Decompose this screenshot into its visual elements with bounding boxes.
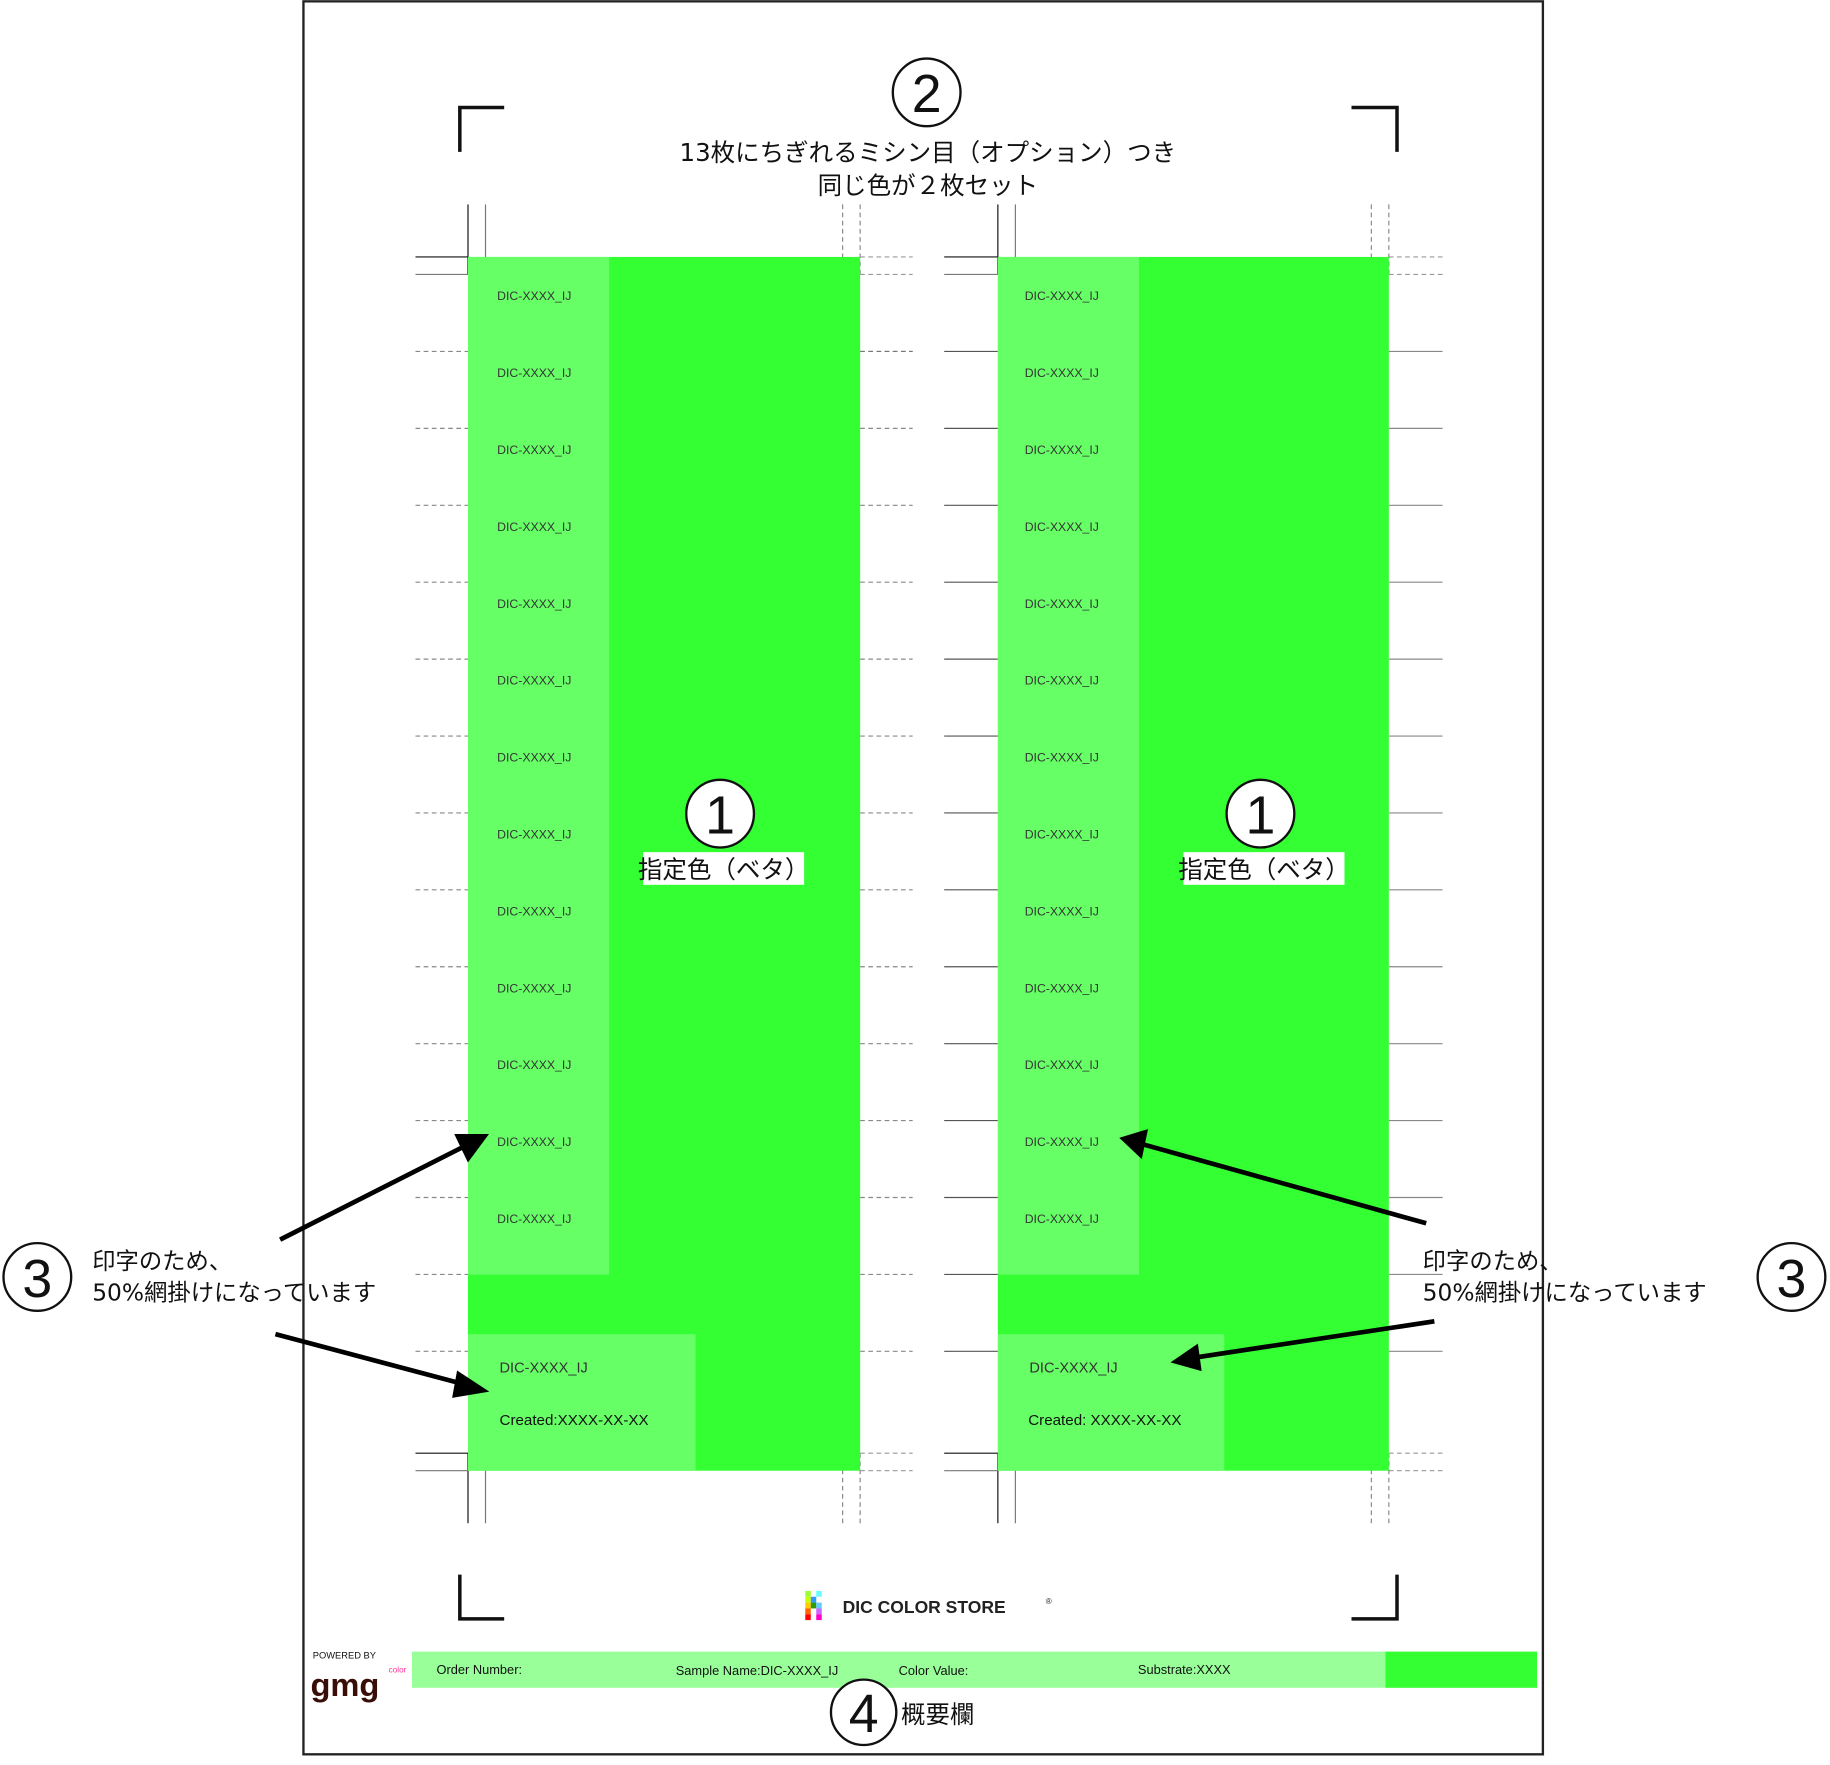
label-background (643, 852, 805, 885)
checker-cell (816, 1602, 822, 1609)
color-swatch (1385, 1651, 1538, 1688)
powered-by-label: POWERED BY (313, 1651, 377, 1661)
checker-cell (805, 1602, 811, 1609)
strip-label: DIC-XXXX_IJ (1025, 443, 1099, 457)
number-circle (685, 778, 756, 849)
strip-label: DIC-XXXX_IJ (497, 1058, 571, 1072)
number: 1 (705, 785, 735, 845)
corner-marks (458, 105, 1399, 1621)
left-sheet: DIC-XXXX_IJ DIC-XXXX_IJ DIC-XXXX_IJ DIC-XXX… (468, 256, 861, 1471)
number: 4 (849, 1684, 879, 1744)
sample-name: Sample Name:DIC-XXXX_IJ (676, 1663, 839, 1678)
color-value: Color Value: (899, 1663, 969, 1678)
strip-label: DIC-XXXX_IJ (1025, 904, 1099, 918)
tint-note-line2: 50%網掛けになっています (92, 1278, 376, 1306)
checker-cell (805, 1590, 811, 1597)
strip-label: DIC-XXXX_IJ (497, 520, 571, 534)
registered-mark: ® (1046, 1597, 1052, 1606)
substrate: Substrate:XXXX (1138, 1662, 1231, 1677)
gmg-color-logo: POWERED BY gmg color (310, 1651, 406, 1703)
arrow-icon (1119, 1129, 1435, 1372)
tint-strip (468, 256, 610, 1275)
solid-color-label: 指定色（ベタ） (1178, 855, 1349, 884)
strip-label: DIC-XXXX_IJ (1025, 597, 1099, 611)
info-box (468, 1334, 696, 1471)
strip-label: DIC-XXXX_IJ (497, 904, 571, 918)
strip-label: DIC-XXXX_IJ (497, 597, 571, 611)
gmg-logo-text: gmg (310, 1666, 379, 1703)
checker-cell (816, 1614, 822, 1621)
strip-label: DIC-XXXX_IJ (497, 751, 571, 765)
strip-label: DIC-XXXX_IJ (497, 674, 571, 688)
number-circle (2, 1241, 73, 1312)
checker-cell (816, 1590, 822, 1597)
checker-cell (816, 1608, 822, 1615)
checker-logo-icon (805, 1590, 822, 1621)
number-circle (1225, 778, 1296, 849)
perforation-note-line1: 13枚にちぎれるミシン目（オプション）つき (679, 138, 1176, 167)
dic-color-store-logo: DIC COLOR STORE ® (805, 1590, 1052, 1621)
solid-color-label: 指定色（ベタ） (638, 855, 810, 884)
label-background (1183, 852, 1345, 885)
strip-label: DIC-XXXX_IJ (1025, 520, 1099, 534)
number: 3 (22, 1249, 52, 1309)
number: 1 (1246, 785, 1276, 845)
strip-label: DIC-XXXX_IJ (497, 289, 571, 303)
strip-label: DIC-XXXX_IJ (1025, 1135, 1099, 1149)
logo-text: DIC COLOR STORE (843, 1597, 1006, 1617)
strip-label: DIC-XXXX_IJ (1025, 674, 1099, 688)
checker-cell (805, 1608, 811, 1615)
strip-label: DIC-XXXX_IJ (497, 828, 571, 842)
strip-label: DIC-XXXX_IJ (497, 1212, 571, 1226)
info-box-name: DIC-XXXX_IJ (1029, 1361, 1117, 1377)
info-box-created: Created: XXXX-XX-XX (1028, 1412, 1181, 1429)
annotation-summary: 4 概要欄 (829, 1678, 975, 1747)
summary-label: 概要欄 (901, 1700, 975, 1729)
strip-label: DIC-XXXX_IJ (1025, 828, 1099, 842)
summary-background (411, 1651, 1386, 1688)
number: 3 (1777, 1249, 1807, 1309)
checker-cell (810, 1602, 817, 1609)
tint-note-line1: 印字のため、 (92, 1247, 232, 1275)
annotation-tint-left: 3 印字のため、 50%網掛けになっています (2, 1134, 490, 1398)
info-box-created: Created:XXXX-XX-XX (500, 1412, 649, 1429)
arrow-icon (274, 1134, 490, 1398)
strip-label: DIC-XXXX_IJ (1025, 751, 1099, 765)
strip-label: DIC-XXXX_IJ (497, 1135, 571, 1149)
number-circle (829, 1678, 898, 1747)
checker-cell (805, 1614, 811, 1621)
perforation-note-line2: 同じ色が２枚セット (818, 171, 1039, 200)
tint-strip (997, 256, 1140, 1275)
strip-label: DIC-XXXX_IJ (497, 443, 571, 457)
strip-label: DIC-XXXX_IJ (497, 366, 571, 380)
tint-note-line2: 50%網掛けになっています (1423, 1278, 1707, 1306)
strip-label: DIC-XXXX_IJ (1025, 1212, 1099, 1226)
strip-label: DIC-XXXX_IJ (1025, 1058, 1099, 1072)
strip-label: DIC-XXXX_IJ (497, 981, 571, 995)
annotation-solid-color-right: 1 指定色（ベタ） (1178, 778, 1350, 885)
number-circle (891, 57, 962, 128)
number: 2 (912, 64, 942, 124)
checker-cell (810, 1596, 817, 1603)
strip-label: DIC-XXXX_IJ (1025, 366, 1099, 380)
annotation-perforation: 2 13枚にちぎれるミシン目（オプション）つき 同じ色が２枚セット (679, 57, 1176, 200)
summary-bar: Order Number: Sample Name:DIC-XXXX_IJ Co… (411, 1651, 1538, 1688)
strip-label: DIC-XXXX_IJ (1025, 289, 1099, 303)
gmg-logo-sup: color (389, 1666, 407, 1675)
tint-note-line1: 印字のため、 (1423, 1247, 1563, 1275)
order-number: Order Number: (436, 1662, 522, 1677)
annotation-solid-color-left: 1 指定色（ベタ） (638, 778, 810, 885)
info-box-name: DIC-XXXX_IJ (500, 1361, 588, 1377)
number-circle (1756, 1241, 1827, 1312)
checker-cell (805, 1596, 811, 1603)
strip-label: DIC-XXXX_IJ (1025, 981, 1099, 995)
annotation-tint-right: 3 印字のため、 50%網掛けになっています (1119, 1129, 1827, 1372)
